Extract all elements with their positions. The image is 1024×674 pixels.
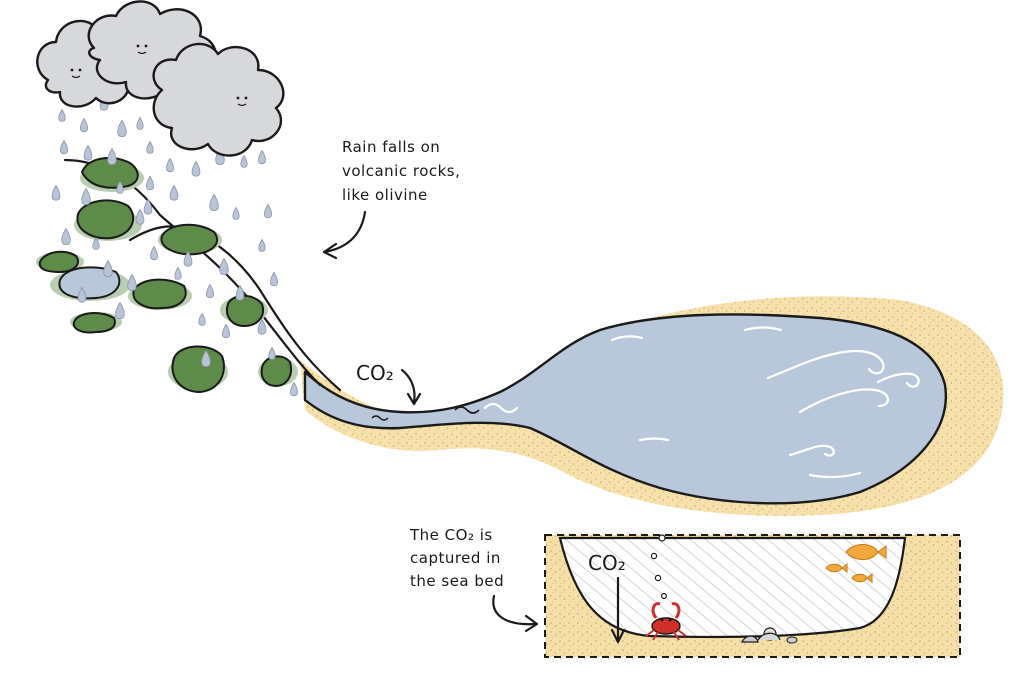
- rain-drop: [191, 160, 201, 177]
- rock: [80, 156, 139, 189]
- rain-drop: [143, 198, 153, 215]
- sea: [303, 313, 948, 505]
- seabed-label-line-2: captured in: [410, 549, 501, 567]
- rain-drop: [83, 144, 93, 161]
- rain-drop: [257, 318, 267, 335]
- river-co2-label: CO₂: [356, 361, 394, 385]
- seabed-co2-label: CO₂: [588, 551, 626, 575]
- rock: [160, 223, 219, 256]
- rain-drop: [166, 157, 174, 173]
- sea-waves: [483, 326, 920, 479]
- rain-drop: [270, 271, 278, 287]
- seabed-frame: [544, 534, 961, 658]
- olivine-rocks: [36, 156, 298, 394]
- rock: [38, 250, 79, 274]
- rain-drop: [235, 284, 245, 301]
- rain-drop: [116, 180, 124, 194]
- seabed-label-line-3: the sea bed: [410, 572, 504, 590]
- rain-drop: [169, 184, 179, 201]
- rain-drop: [240, 154, 248, 168]
- rain-drop: [183, 250, 193, 267]
- rain-drop: [264, 203, 272, 219]
- rain-drop: [219, 257, 229, 276]
- rain-drop: [81, 187, 91, 206]
- rain-drop: [103, 259, 113, 278]
- rain-drop: [232, 206, 240, 220]
- fish-large: [845, 544, 887, 560]
- rain-drop: [174, 266, 182, 280]
- rain-drop: [206, 283, 214, 299]
- rain-label-line-3: like olivine: [342, 186, 428, 204]
- rain-label-line-1: Rain falls on: [342, 138, 440, 156]
- seabed-section: CO₂: [544, 534, 961, 658]
- rain-drop: [258, 149, 266, 165]
- rock: [76, 199, 135, 240]
- rain-drop: [146, 175, 154, 191]
- rock: [226, 294, 264, 328]
- rain-drop: [201, 349, 211, 368]
- seabed-arrow: [492, 594, 538, 626]
- rain-drop: [268, 346, 276, 360]
- rock: [132, 278, 187, 310]
- rock: [260, 355, 292, 388]
- rain-drop: [136, 116, 144, 130]
- rain-drop: [209, 193, 219, 212]
- crab: [645, 602, 687, 641]
- cloud-faces: [70, 44, 248, 107]
- fish: [825, 544, 887, 584]
- rock: [171, 345, 225, 394]
- rain-drop: [222, 323, 230, 339]
- river-co2-annotation: CO₂: [356, 361, 422, 406]
- fish-small-1: [825, 562, 848, 574]
- cloud-right: [152, 42, 285, 157]
- rain-drop: [115, 301, 125, 320]
- seabed-annotation: The CO₂ is captured in the sea bed: [409, 526, 539, 633]
- rain-arrow: [322, 210, 367, 254]
- rain-drop: [51, 184, 61, 201]
- rain-label-line-2: volcanic rocks,: [342, 162, 460, 180]
- fish-small-2: [851, 572, 873, 584]
- rain-drop: [92, 236, 100, 250]
- rain-drop: [150, 245, 158, 261]
- rain-drop: [61, 227, 71, 246]
- rain-annotation: Rain falls on volcanic rocks, like olivi…: [322, 138, 460, 260]
- river-co2-arrow: [400, 368, 416, 404]
- rain-drop: [60, 139, 68, 155]
- seabed-label-line-1: The CO₂ is: [409, 526, 493, 544]
- rain-drop: [80, 117, 88, 133]
- rain-drop: [107, 147, 117, 166]
- rain-drop: [198, 312, 206, 326]
- rock: [72, 312, 116, 334]
- rain-drop: [58, 108, 66, 122]
- bubbles: [650, 534, 667, 599]
- rain-clouds: [36, 0, 285, 157]
- rain-drop: [117, 119, 127, 138]
- shells: [741, 627, 798, 644]
- rain-drop: [77, 286, 87, 303]
- rain-drops: [51, 94, 298, 397]
- rain-drop: [258, 238, 266, 252]
- rain-drop: [127, 273, 137, 292]
- rain-drop: [146, 140, 154, 154]
- rain-drop: [135, 208, 145, 225]
- rain-drop: [290, 381, 298, 397]
